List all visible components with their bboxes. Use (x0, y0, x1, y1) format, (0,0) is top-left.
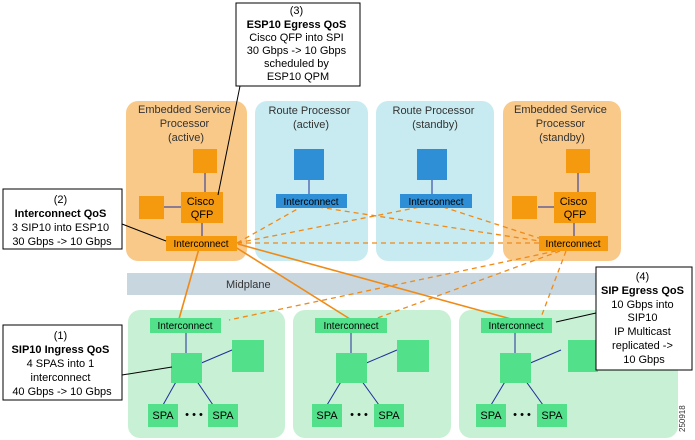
rp-active-panel (255, 101, 368, 261)
spa-right (374, 404, 404, 427)
callout-esp10-egress-qos: (3) ESP10 Egress QoS Cisco QFP into SPI … (235, 2, 361, 87)
callout-leaders (121, 85, 597, 376)
sip-1-internals: Interconnect SPA • • • SPA (148, 318, 264, 427)
processor-block (500, 353, 531, 383)
spa-left (476, 404, 506, 427)
spa-right (537, 404, 567, 427)
spa-left (312, 404, 342, 427)
interconnect-block (166, 236, 237, 251)
svg-text:(3) ESP10 Egress QoS: (3) ESP10 Egress QoS Cisco QFP into SPI … (247, 5, 350, 83)
spa-right (208, 404, 238, 427)
callout-title: SIP10 Ingress QoS (12, 344, 110, 356)
interconnect-block (481, 318, 552, 333)
cisco-qfp-chip (181, 192, 223, 223)
spa-label: SPA (378, 410, 400, 422)
dashed-links (228, 206, 567, 321)
rp-active-internals: Interconnect (276, 149, 347, 208)
rp-standby-internals: Interconnect (400, 149, 472, 208)
memory-block (139, 196, 164, 219)
sip-2-internals: Interconnect SPA • • • SPA (312, 318, 429, 427)
memory-block (568, 340, 598, 372)
svg-text:(4) SIP Egress QoS: (4) SIP Egress QoS 10 Gbps into SIP10 IP… (601, 271, 687, 366)
callout-title: ESP10 Egress QoS (247, 19, 347, 31)
midplane-label: Midplane (226, 279, 271, 291)
spa-label: SPA (212, 410, 234, 422)
esp-standby-internals: Cisco QFP Interconnect (512, 149, 608, 251)
processor-block (336, 353, 367, 383)
solid-links (178, 243, 512, 320)
esp-active-internals: Cisco QFP Interconnect (139, 149, 237, 251)
rp-active-title: Route Processor (active) (269, 105, 354, 131)
ellipsis: • • • (350, 409, 368, 421)
esp-active-title: Embedded Service Processor (active) (138, 104, 234, 144)
sip-3-internals: Interconnect SPA • • • SPA (476, 318, 598, 427)
callout-sip-egress-qos: (4) SIP Egress QoS 10 Gbps into SIP10 IP… (595, 266, 693, 371)
svg-text:(2) Interconnect QoS: (2) Interconnect QoS 3 SIP10 into ESP10 … (12, 194, 112, 248)
callout-number: (3) (290, 5, 303, 17)
ellipsis: • • • (513, 409, 531, 421)
memory-block (232, 340, 264, 372)
rp-standby-title: Route Processor (standby) (393, 105, 478, 131)
callout-sip10-ingress-qos: (1) SIP10 Ingress QoS 4 SPAS into 1 inte… (2, 324, 123, 401)
cisco-qfp-label: Cisco QFP (187, 196, 218, 221)
svg-text:(1) SIP10 Ingress QoS: (1) SIP10 Ingress QoS 4 SPAS into 1 inte… (12, 330, 113, 398)
callout-title: Interconnect QoS (15, 208, 107, 220)
spa-label: SPA (316, 410, 338, 422)
cisco-qfp-label: Cisco QFP (560, 196, 591, 221)
callout-number: (2) (54, 194, 67, 206)
interconnect-block (539, 236, 608, 251)
callout-number: (1) (54, 330, 67, 342)
spa-label: SPA (480, 410, 502, 422)
processor-block (417, 149, 447, 180)
spa-label: SPA (152, 410, 174, 422)
interconnect-block (400, 194, 472, 208)
interconnect-label: Interconnect (323, 321, 378, 332)
callout-number: (4) (636, 271, 649, 283)
processor-block (171, 353, 202, 383)
spa-left (148, 404, 178, 427)
interconnect-block (276, 194, 347, 208)
processor-block (294, 149, 324, 180)
ellipsis: • • • (185, 409, 203, 421)
figure-id: 250918 (678, 405, 687, 432)
interconnect-block (315, 318, 387, 333)
cisco-qfp-chip (554, 192, 596, 223)
memory-block (193, 149, 217, 173)
memory-block (512, 196, 537, 219)
interconnect-label: Interconnect (408, 197, 463, 208)
memory-block (397, 340, 429, 372)
interconnect-label: Interconnect (488, 321, 543, 332)
spa-label: SPA (541, 410, 563, 422)
interconnect-label: Interconnect (545, 239, 600, 250)
interconnect-label: Interconnect (283, 197, 338, 208)
interconnect-label: Interconnect (173, 239, 228, 250)
callout-interconnect-qos: (2) Interconnect QoS 3 SIP10 into ESP10 … (2, 188, 123, 250)
memory-block (566, 149, 590, 173)
interconnect-label: Interconnect (157, 321, 212, 332)
callout-title: SIP Egress QoS (601, 285, 684, 297)
esp-standby-title: Embedded Service Processor (standby) (514, 104, 610, 144)
interconnect-block (150, 318, 221, 333)
rp-standby-panel (376, 101, 494, 261)
